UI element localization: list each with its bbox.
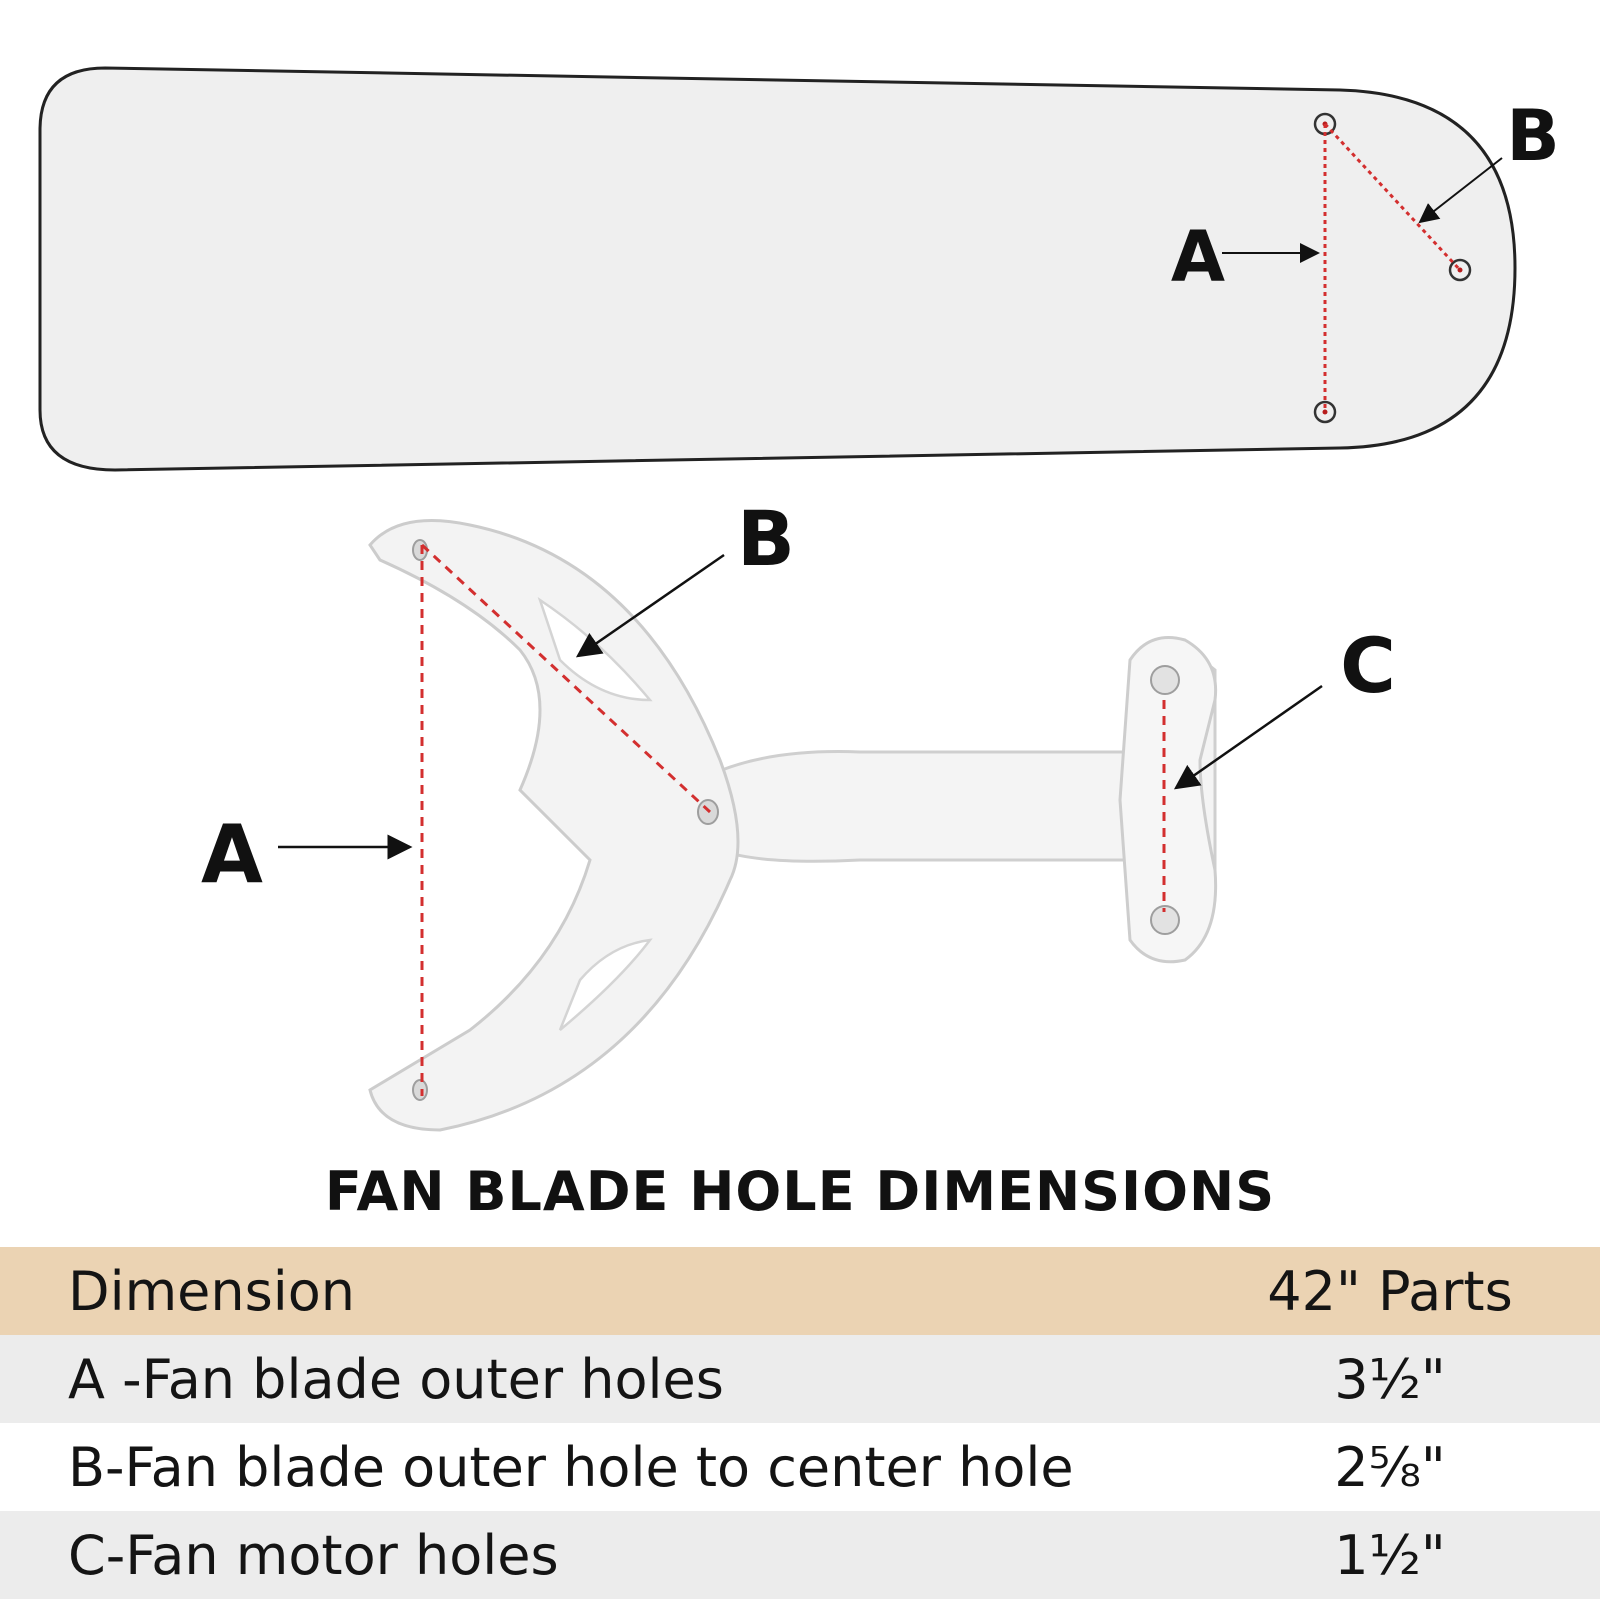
blade-hole-center-dot xyxy=(1457,267,1463,273)
blade-arrow-b xyxy=(1418,157,1503,224)
bracket-guide-b xyxy=(420,543,712,814)
table-row: B-Fan blade outer hole to center hole 2⅝… xyxy=(0,1423,1600,1511)
row-dimension-a: A -Fan blade outer holes xyxy=(68,1347,724,1411)
dimensions-table: Dimension 42" Parts A -Fan blade outer h… xyxy=(0,1247,1600,1599)
bracket-arrow-b xyxy=(575,553,725,658)
row-value-c: 1½" xyxy=(1334,1523,1446,1587)
row-value-b: 2⅝" xyxy=(1334,1435,1446,1499)
bracket-arrow-c xyxy=(1173,684,1323,790)
bracket-label-a: A xyxy=(201,808,263,901)
row-dimension-c: C-Fan motor holes xyxy=(68,1523,559,1587)
header-dimension: Dimension xyxy=(68,1259,356,1323)
bracket-label-b: B xyxy=(737,494,795,583)
bracket-label-c: C xyxy=(1340,621,1396,710)
blade-label-b: B xyxy=(1506,95,1559,177)
row-dimension-b: B-Fan blade outer hole to center hole xyxy=(68,1435,1074,1499)
blade-hole-bottom-dot xyxy=(1322,409,1328,415)
table-header-row: Dimension 42" Parts xyxy=(0,1247,1600,1335)
blade-label-a: A xyxy=(1171,216,1225,298)
diagram-svg: A B A B C xyxy=(38,66,1560,1132)
blade-bracket xyxy=(368,519,1218,1132)
table-row: C-Fan motor holes 1½" xyxy=(0,1511,1600,1599)
row-value-a: 3½" xyxy=(1334,1347,1446,1411)
header-parts: 42" Parts xyxy=(1267,1259,1513,1323)
table-row: A -Fan blade outer holes 3½" xyxy=(0,1335,1600,1423)
fan-blade-shape xyxy=(38,66,1517,472)
diagram-area: A B A B C xyxy=(38,66,1560,1132)
page-title: FAN BLADE HOLE DIMENSIONS xyxy=(324,1160,1276,1223)
blade-guide-b xyxy=(1323,122,1462,272)
